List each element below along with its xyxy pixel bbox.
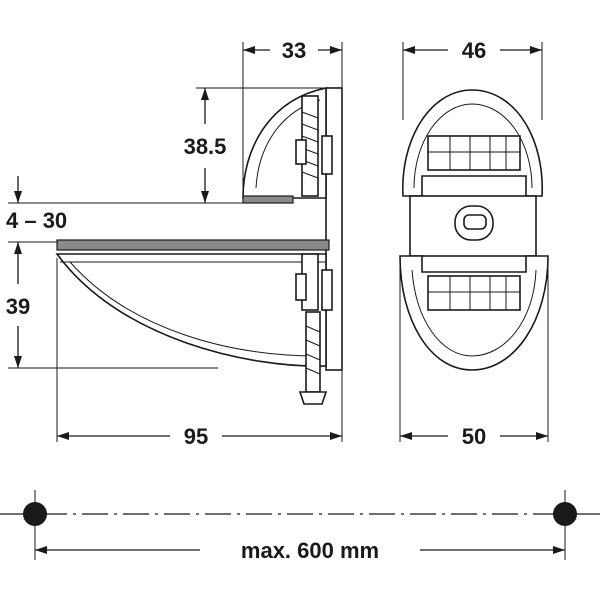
- dim-front-width-top: 46: [462, 38, 486, 63]
- front-upper-cap-inner: [413, 103, 533, 189]
- glass-shelf: [56, 239, 330, 251]
- dim-height-upper: 38.5: [184, 134, 227, 159]
- lower-jaw: [55, 253, 327, 367]
- front-view: [399, 89, 549, 371]
- left-mounting-hole: [23, 502, 47, 526]
- wall-plate: [325, 87, 343, 371]
- front-lower-cap-inner: [411, 269, 537, 357]
- dim-max-spacing: max. 600 mm: [241, 538, 379, 563]
- wall-screw: [298, 311, 328, 405]
- upper-pad: [242, 195, 294, 204]
- right-mounting-hole: [553, 502, 577, 526]
- front-lower-cap: [399, 255, 549, 371]
- dimension-lines: [0, 42, 600, 560]
- lower-screw: [295, 253, 333, 311]
- front-lower-clamp: [427, 275, 521, 311]
- dim-shelf-thickness: 4 – 30: [6, 208, 67, 233]
- lower-jaw-inner-line: [69, 261, 319, 357]
- dim-front-width-bottom: 50: [462, 424, 486, 449]
- dim-height-lower: 39: [6, 294, 30, 319]
- dim-side-depth: 33: [282, 38, 306, 63]
- upper-screw: [295, 95, 333, 197]
- dim-length: 95: [184, 424, 208, 449]
- front-upper-clamp: [427, 135, 521, 171]
